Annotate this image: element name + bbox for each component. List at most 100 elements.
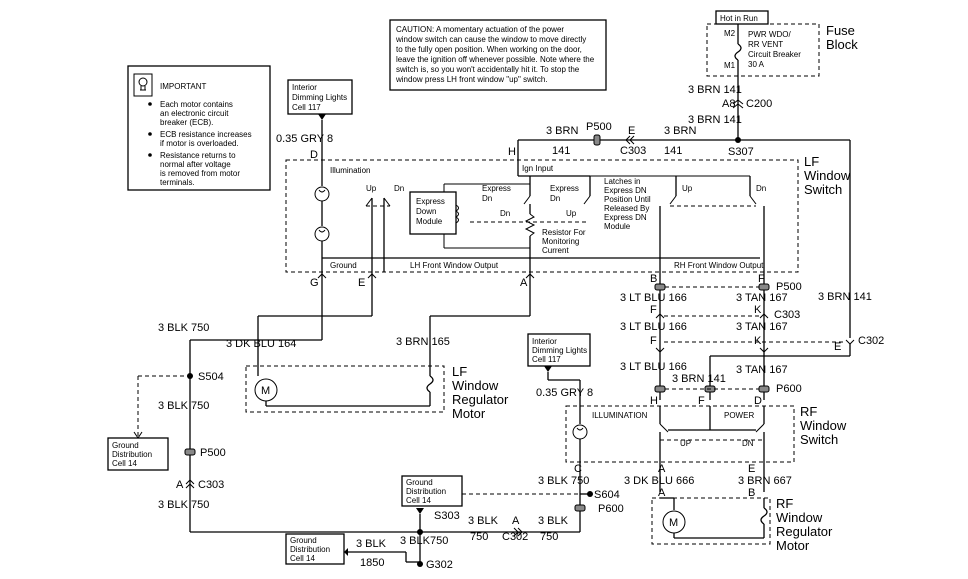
rf-up-label: UP (680, 439, 691, 448)
rf-window-regulator-motor: M RF Window Regulator Motor (651, 496, 833, 553)
rf-switch-title: Window (800, 418, 847, 433)
connector-pin: E (628, 125, 635, 137)
connector-pin: F (758, 273, 765, 285)
connector-p600-icon (654, 385, 666, 393)
breaker-label-line: Circuit Breaker (748, 50, 801, 59)
motor-symbol: M (261, 385, 270, 397)
wire-label: 3 BRN 165 (396, 336, 450, 348)
wire-label: 3 DK BLU 666 (624, 475, 694, 487)
latches-note: Latches in (604, 177, 640, 186)
ground-distribution-label: Ground (112, 441, 139, 450)
wire-label: 141 (664, 145, 682, 157)
important-bullet-line: Resistance returns to (160, 151, 236, 160)
express-dn-label: Dn (482, 194, 492, 203)
important-bullet-line: terminals. (160, 178, 195, 187)
wire-label: 3 BRN 141 (818, 291, 872, 303)
important-title: IMPORTANT (160, 82, 206, 91)
wire-label: 3 BLK 750 (158, 499, 209, 511)
caution-box: CAUTION: A momentary actuation of the po… (389, 19, 607, 91)
wire-label: 3 BLK 750 (538, 475, 589, 487)
fuse-pin-m2: M2 (724, 29, 736, 38)
caution-line: leave the ignition off whenever possible… (396, 55, 595, 64)
switch-up-label: Up (682, 184, 693, 193)
wire-label: 3 BLK (356, 538, 387, 550)
latches-note: Position Until (604, 195, 651, 204)
wire-label: 3 BLK (468, 515, 499, 527)
express-dn-label: Dn (550, 194, 560, 203)
rf-window-switch: RF Window Switch ILLUMINATION POWER UP D… (565, 404, 847, 463)
important-bullet-line: if motor is overloaded. (160, 139, 239, 148)
wire-label: 3 TAN 167 (736, 292, 788, 304)
caution-line: switch is, so you won't accidentally hit… (396, 65, 580, 74)
switch-up-label: Up (366, 184, 377, 193)
latches-note: Express DN (604, 213, 647, 222)
latches-note: Module (604, 222, 631, 231)
connector-label: C303 (620, 145, 646, 157)
interior-dimming-label: Cell 117 (532, 355, 561, 364)
fuse-block-title: Block (826, 37, 858, 52)
wire-label: 750 (430, 535, 448, 547)
wire-label: 3 BRN (664, 125, 696, 137)
resistor-note: Current (542, 246, 569, 255)
lf-window-switch: LF Window Switch Illumination Ground LH … (285, 154, 851, 273)
rh-output-label: RH Front Window Output (674, 261, 764, 270)
wire-label: 0.35 GRY 8 (536, 387, 593, 399)
connector-pin: K (754, 304, 762, 316)
wire-label: 141 (552, 145, 570, 157)
wire-label: 3 TAN 167 (736, 364, 788, 376)
contact-up-label: Up (566, 209, 577, 218)
wire-label: 3 BLK (538, 515, 569, 527)
ign-input-label: Ign Input (522, 164, 554, 173)
ground-distribution-label: Ground (290, 536, 317, 545)
connector-pin: G (310, 277, 319, 289)
contact-dn-label: Dn (500, 209, 510, 218)
connector-label: C303 (198, 479, 224, 491)
lf-switch-title: Switch (804, 182, 842, 197)
connector-pin: K (754, 335, 762, 347)
caution-line: CAUTION: A momentary actuation of the po… (396, 25, 564, 34)
wire-label: 3 BRN (546, 125, 578, 137)
rf-motor-title: Regulator (776, 524, 833, 539)
resistor-icon (524, 213, 536, 237)
rf-motor-title: Window (776, 510, 823, 525)
fuse-block-title: Fuse (826, 23, 855, 38)
splice-label: S303 (434, 510, 460, 522)
connector-p500-icon (654, 283, 666, 291)
wire-label: 750 (470, 531, 488, 543)
resistor-note: Monitoring (542, 237, 579, 246)
express-module-label: Down (416, 207, 436, 216)
lf-switch-title: LF (804, 154, 819, 169)
lf-switch-title: Window (804, 168, 851, 183)
bulb-icon (314, 226, 330, 242)
splice-label: S307 (728, 146, 754, 158)
important-bullet-line: ECB resistance increases (160, 130, 252, 139)
motor-symbol: M (669, 517, 678, 529)
connector-label: P500 (586, 121, 612, 133)
caution-line: to the fully open position. When working… (396, 45, 582, 54)
connector-pin: A (176, 479, 184, 491)
rf-motor-title: RF (776, 496, 793, 511)
bulb-icon (572, 424, 588, 440)
splice-label: S504 (198, 371, 224, 383)
breaker-label-line: 30 A (748, 60, 765, 69)
ground-distribution-label: Cell 14 (290, 554, 315, 563)
ecb-icon (760, 507, 768, 525)
wire-label: 0.35 GRY 8 (276, 133, 333, 145)
connector-pin: H (650, 395, 658, 407)
lf-window-regulator-motor: M LF Window Regulator Motor (245, 364, 509, 421)
connector-p500-icon (184, 448, 196, 456)
connector-label: P600 (598, 503, 624, 515)
express-dn-label: Express (550, 184, 579, 193)
connector-label: C303 (774, 309, 800, 321)
ground-distribution-label: Cell 14 (406, 496, 431, 505)
wire-label: 3 LT BLU 166 (620, 361, 687, 373)
caution-line: window switch can cause the window to mo… (395, 35, 586, 44)
ground-distribution-label: Distribution (406, 487, 446, 496)
connector-pin: F (698, 395, 705, 407)
rf-power-label: POWER (724, 411, 754, 420)
wire-label: 3 BRN 667 (738, 475, 792, 487)
splice-label: S604 (594, 489, 620, 501)
wire-label: 3 BRN 141 (688, 114, 742, 126)
wire-label: 3 BRN 141 (672, 373, 726, 385)
bulb-icon (314, 186, 330, 202)
